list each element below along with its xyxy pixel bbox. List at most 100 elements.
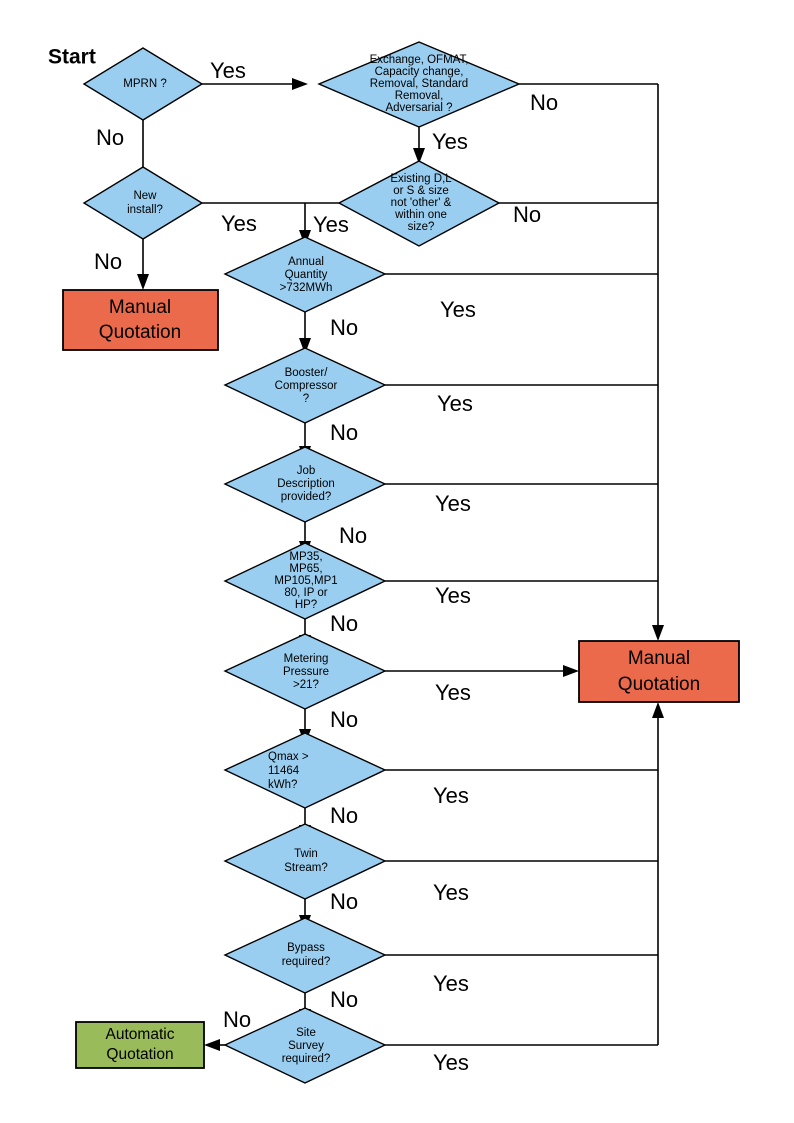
decision-new-install-line-1: install? (127, 204, 163, 216)
decision-existing-line-1: or S & size (393, 185, 449, 197)
decision-metering-line-0: Metering (284, 653, 329, 665)
decision-bypass-line-1: required? (282, 956, 331, 968)
decision-site-survey-shape[interactable] (223, 1007, 387, 1084)
decision-job-description[interactable]: Job Description provided? (223, 446, 387, 523)
decision-qmax-line-0: Qmax > (268, 751, 309, 763)
decision-mp-sizes-shape[interactable] (223, 542, 387, 620)
label-existing-no: No (513, 202, 541, 227)
arrowhead-annual-no (299, 338, 311, 354)
decision-annual-line-0: Annual (288, 256, 324, 268)
label-twin-no: No (330, 889, 358, 914)
label-metering-no: No (330, 707, 358, 732)
label-annual-no: No (330, 315, 358, 340)
decision-bypass[interactable]: Bypass required? (223, 917, 387, 994)
decision-job-line-2: provided? (281, 491, 332, 503)
terminal-manual-right[interactable]: Manual Quotation (578, 640, 740, 703)
decision-metering-line-2: >21? (293, 679, 319, 691)
decision-mp-line-0: MP35, (289, 551, 322, 563)
arrowhead-trunk-upper (652, 625, 664, 641)
decision-booster-shape[interactable] (223, 347, 387, 424)
decision-bypass-shape[interactable] (223, 917, 387, 994)
decision-qmax[interactable]: Qmax > 11464 kWh? (223, 732, 387, 809)
label-job-no: No (339, 523, 367, 548)
arrowhead-metering-yes (563, 665, 579, 677)
decision-exchange-line-3: Removal, (395, 90, 444, 102)
label-survey-yes: Yes (433, 1050, 469, 1075)
terminal-manual-left-line-1: Quotation (99, 322, 181, 343)
decision-existing-shape[interactable] (337, 160, 501, 247)
decision-twin-line-0: Twin (294, 848, 318, 860)
decision-existing-line-2: not 'other' & (391, 197, 452, 209)
label-mprn-no: No (96, 125, 124, 150)
decision-annual-line-2: >732MWh (280, 282, 333, 294)
label-booster-no: No (330, 420, 358, 445)
label-qmax-no: No (330, 803, 358, 828)
decision-new-install[interactable]: New install? (82, 166, 204, 240)
decision-exchange-line-2: Removal, Standard (370, 78, 468, 90)
terminal-manual-left-shape[interactable] (62, 289, 219, 351)
terminal-manual-right-line-0: Manual (628, 648, 690, 669)
decision-job-line-0: Job (297, 465, 316, 477)
label-bypass-no: No (330, 987, 358, 1012)
terminal-manual-right-shape[interactable] (578, 640, 740, 703)
decision-mprn[interactable]: MPRN ? (82, 47, 204, 121)
label-booster-yes: Yes (437, 391, 473, 416)
label-newinstall-yes: Yes (221, 211, 257, 236)
label-survey-no: No (223, 1007, 251, 1032)
decision-mp-sizes[interactable]: MP35, MP65, MP105,MP1 80, IP or HP? (223, 542, 387, 620)
decision-metering-pressure-shape[interactable] (223, 633, 387, 710)
label-annual-yes: Yes (440, 297, 476, 322)
decision-job-description-shape[interactable] (223, 446, 387, 523)
decision-survey-line-0: Site (296, 1027, 316, 1039)
label-exchange-no: No (530, 90, 558, 115)
decision-exchange-line-1: Capacity change, (375, 66, 464, 78)
label-twin-yes: Yes (433, 880, 469, 905)
decision-metering-line-1: Pressure (283, 666, 329, 678)
terminal-automatic-line-0: Automatic (106, 1026, 175, 1043)
decision-twin-stream-shape[interactable] (223, 823, 387, 900)
decision-mprn-shape[interactable] (82, 47, 204, 121)
decision-new-install-shape[interactable] (82, 166, 204, 240)
decision-site-survey[interactable]: Site Survey required? (223, 1007, 387, 1084)
decision-booster-line-2: ? (303, 393, 309, 405)
decision-exchange-shape[interactable] (317, 41, 521, 128)
decision-booster[interactable]: Booster/ Compressor ? (223, 347, 387, 424)
decision-mp-line-3: 80, IP or (284, 587, 327, 599)
decision-metering-pressure[interactable]: Metering Pressure >21? (223, 633, 387, 710)
decision-mprn-line-0: MPRN ? (123, 78, 166, 90)
terminal-automatic[interactable]: Automatic Quotation (75, 1021, 205, 1069)
start-label: Start (48, 46, 96, 69)
label-mp-yes: Yes (435, 583, 471, 608)
decision-exchange[interactable]: Exchange, OFMAT, Capacity change, Remova… (317, 41, 521, 128)
terminal-manual-left[interactable]: Manual Quotation (62, 289, 219, 351)
label-job-yes: Yes (435, 491, 471, 516)
decision-twin-line-1: Stream? (284, 862, 327, 874)
label-bypass-yes: Yes (433, 971, 469, 996)
arrowhead-mprn-yes (292, 78, 308, 90)
decision-annual-quantity-shape[interactable] (223, 236, 387, 313)
decision-qmax-line-2: kWh? (268, 779, 297, 791)
decision-survey-line-1: Survey (288, 1040, 324, 1052)
label-mp-no: No (330, 611, 358, 636)
decision-qmax-shape[interactable] (223, 732, 387, 809)
label-qmax-yes: Yes (433, 783, 469, 808)
terminal-manual-left-line-0: Manual (109, 297, 171, 318)
decision-existing[interactable]: Existing D,L or S & size not 'other' & w… (337, 160, 501, 247)
terminal-manual-right-line-1: Quotation (618, 674, 700, 695)
terminal-automatic-line-1: Quotation (106, 1046, 173, 1063)
decision-twin-stream[interactable]: Twin Stream? (223, 823, 387, 900)
decision-annual-quantity[interactable]: Annual Quantity >732MWh (223, 236, 387, 313)
terminal-automatic-shape[interactable] (75, 1021, 205, 1069)
decision-mp-line-2: MP105,MP1 (274, 575, 337, 587)
label-metering-yes: Yes (435, 680, 471, 705)
decision-existing-line-3: within one (394, 209, 447, 221)
decision-booster-line-0: Booster/ (285, 367, 329, 379)
label-mprn-yes: Yes (210, 58, 246, 83)
decision-mp-line-1: MP65, (289, 563, 322, 575)
label-existing-yes: Yes (313, 212, 349, 237)
arrowhead-survey-no (204, 1039, 220, 1051)
arrowhead-newinstall-no (137, 274, 149, 290)
decision-job-line-1: Description (277, 478, 335, 490)
decision-bypass-line-0: Bypass (287, 942, 325, 954)
